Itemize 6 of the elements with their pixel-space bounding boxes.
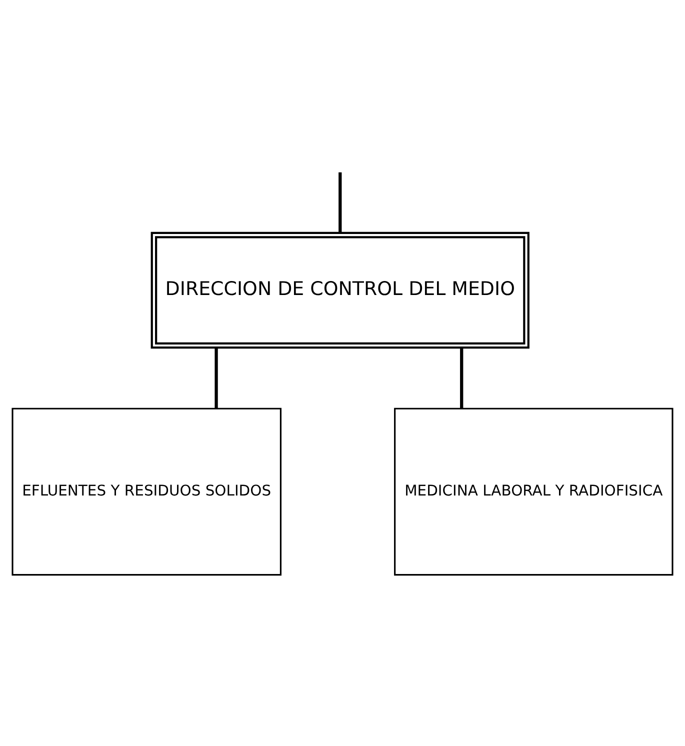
node-box: DIRECCION DE CONTROL DEL MEDIO <box>150 232 530 349</box>
node-box: MEDICINA LABORAL Y RADIOFISICA <box>394 408 674 576</box>
node-box: EFLUENTES Y RESIDUOS SOLIDOS <box>12 408 282 576</box>
connector <box>460 348 464 408</box>
connector <box>214 348 218 408</box>
connector <box>338 172 342 233</box>
